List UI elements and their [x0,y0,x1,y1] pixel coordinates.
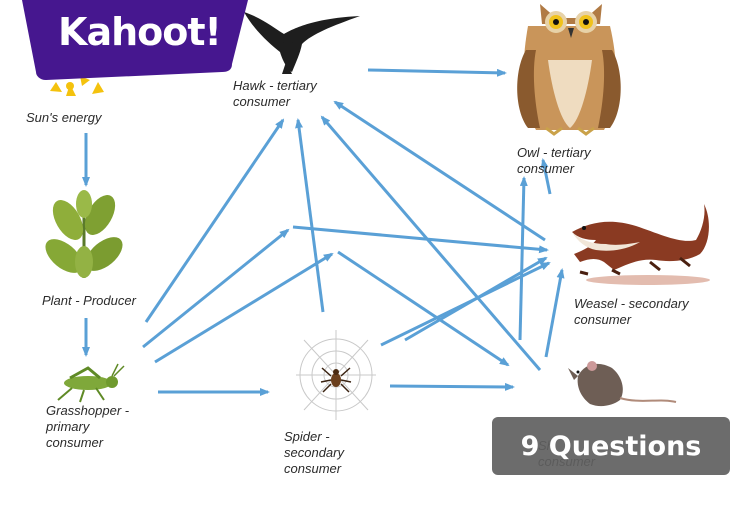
arrow-shrew-to-hawk [320,115,542,371]
label-hawk-line2: consumer [233,94,291,109]
label-sun: Sun's energy [26,110,102,125]
arrow-center-to-shrew [337,250,510,367]
label-spider: Spider - secondary consumer [284,429,344,477]
arrow-weasel-to-owl [540,158,552,195]
label-weasel: Weasel - secondary consumer [574,296,689,328]
label-weasel-line1: Weasel - secondary [574,296,689,311]
arrows [82,68,565,396]
arrow-hawk-to-owl [367,68,507,77]
arrow-plant-to-hawk [144,118,285,323]
label-grasshopper-line1: Grasshopper - [46,403,130,418]
label-grasshopper: Grasshopper - primary consumer [46,403,129,451]
questions-count-badge[interactable]: 9 Questions [492,417,730,475]
sun-icon [50,76,104,96]
hawk-icon [244,12,360,74]
label-grasshopper-line2: primary [46,419,90,434]
label-hawk: Hawk - tertiary consumer [233,78,317,110]
label-hawk-line1: Hawk - tertiary [233,78,317,93]
label-plant: Plant - Producer [42,293,136,308]
label-owl-line1: Owl - tertiary [517,145,591,160]
arrow-spider-to-hawk [295,118,325,313]
kahoot-banner [22,0,248,80]
label-spider-line2: secondary [284,445,344,460]
plant-icon [45,190,123,278]
label-grasshopper-line3: consumer [46,435,104,450]
arrow-spider-to-weasel2 [404,256,548,342]
spider-icon [320,367,352,393]
kahoot-logo: Kahoot! [58,10,222,54]
label-spider-line3: consumer [284,461,342,476]
weasel-icon [572,204,710,285]
arrow-spider-to-shrew [389,382,515,391]
shrew-icon [568,361,677,407]
owl-icon [517,4,621,136]
grasshopper-icon [57,363,125,403]
arrow-center-to-weasel [292,225,549,254]
label-spider-line1: Spider - [284,429,330,444]
arrow-weasel-to-owl2 [518,176,528,341]
label-weasel-line2: consumer [574,312,632,327]
arrow-weasel-to-hawk [333,100,546,242]
arrow-grasshopper-to-center [142,228,290,349]
label-owl-line2: consumer [517,161,575,176]
arrow-grasshopper-to-center2 [154,252,334,364]
arrow-shrew-to-weasel [544,268,565,358]
label-owl: Owl - tertiary consumer [517,145,591,177]
